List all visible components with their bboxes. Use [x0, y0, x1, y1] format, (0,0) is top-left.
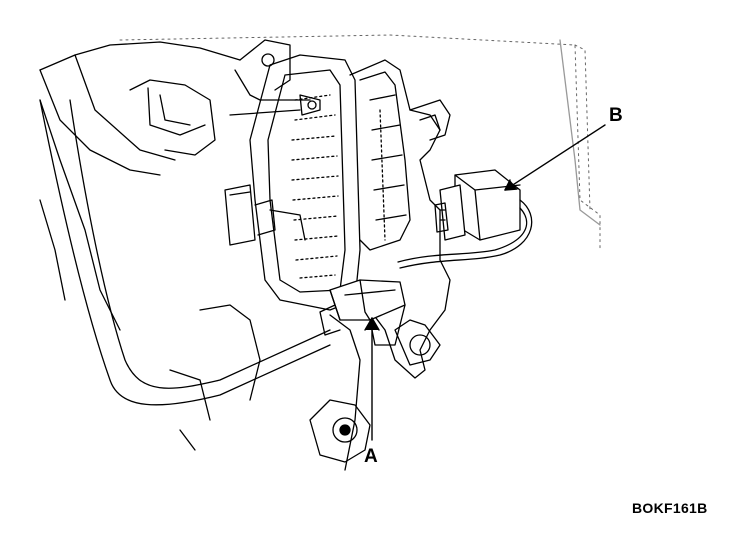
callout-label-a: A [364, 446, 378, 467]
leader-lines [364, 124, 606, 441]
pedal-bracket [169, 59, 451, 471]
control-module [249, 54, 361, 311]
callout-label-b: B [609, 105, 623, 126]
mounting-boss [309, 399, 371, 463]
housing-left [39, 39, 321, 331]
side-connector [224, 184, 306, 246]
harness-cable [39, 99, 331, 406]
background-panel [119, 34, 601, 251]
panel-edge [559, 39, 601, 226]
harness-clip [319, 279, 406, 346]
connector-wires [397, 199, 533, 269]
sensor-connector [434, 169, 521, 241]
figure-code: BOKF161B [632, 500, 708, 516]
